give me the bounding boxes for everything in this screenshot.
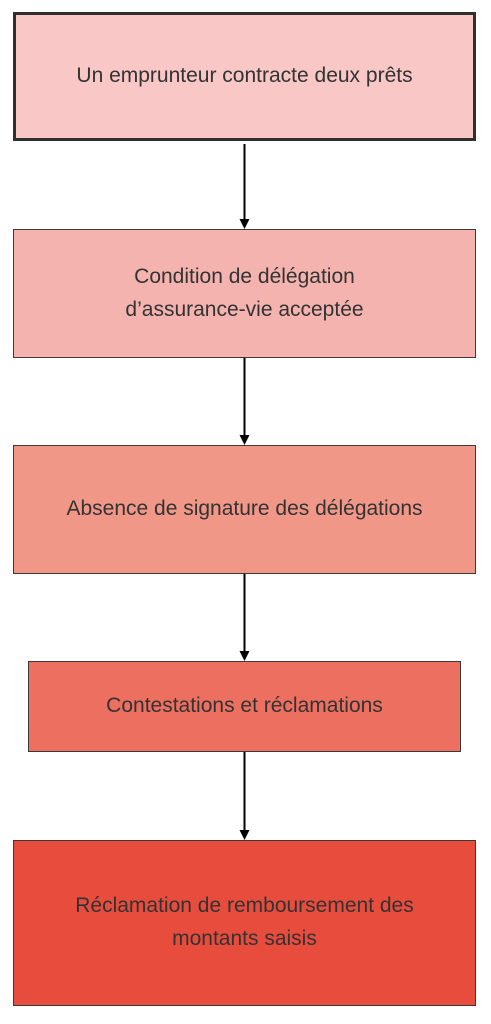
flow-step-4: Contestations et réclamations <box>28 661 461 752</box>
flow-step-2-label: Condition de délégation d’assurance-vie … <box>125 264 364 321</box>
flow-step-1-label: Un emprunteur contracte deux prêts <box>76 64 413 88</box>
flow-step-5: Réclamation de remboursement des montant… <box>13 840 476 1006</box>
flow-step-5-label: Réclamation de remboursement des montant… <box>75 894 414 950</box>
flow-step-4-label: Contestations et réclamations <box>106 694 383 718</box>
flow-step-1: Un emprunteur contracte deux prêts <box>13 12 476 141</box>
flow-step-3: Absence de signature des délégations <box>13 445 476 574</box>
flow-step-3-label: Absence de signature des délégations <box>66 497 423 521</box>
flow-step-2: Condition de délégation d’assurance-vie … <box>13 229 476 358</box>
